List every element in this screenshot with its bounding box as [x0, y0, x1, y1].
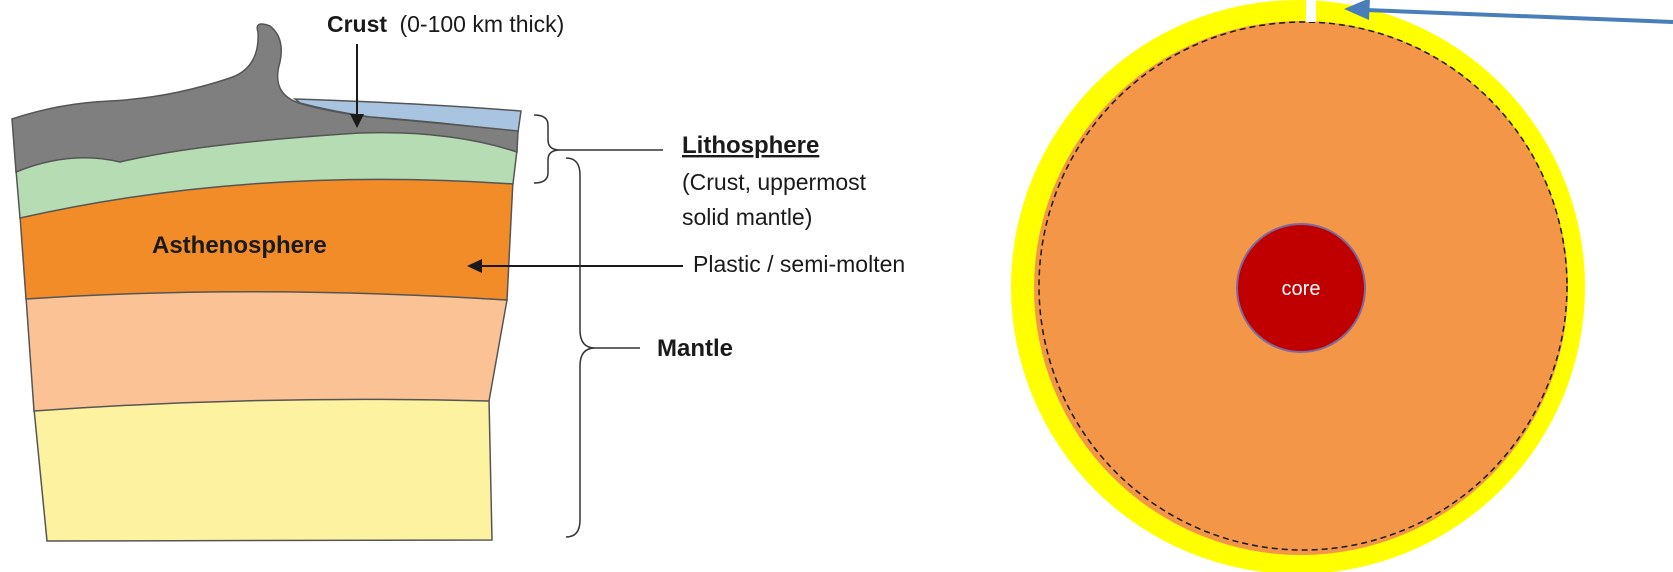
lithosphere-desc-line1: (Crust, uppermost	[682, 169, 867, 195]
lithosphere-desc-line2: solid mantle)	[682, 204, 812, 230]
core-label: core	[1282, 278, 1321, 300]
lower-mantle-layer	[34, 397, 492, 541]
lithosphere-label: Lithosphere	[682, 132, 819, 159]
cross-section	[12, 24, 521, 541]
plastic-label: Plastic / semi-molten	[693, 251, 905, 277]
crust-label: Crust (0-100 km thick)	[327, 11, 564, 37]
surface-marker	[1306, 0, 1316, 22]
lithosphere-brace	[534, 115, 560, 183]
mantle-label: Mantle	[657, 335, 733, 362]
asthenosphere-label: Asthenosphere	[152, 232, 327, 259]
globe: core	[1011, 0, 1585, 572]
mantle-brace	[566, 158, 595, 537]
crust-arrow	[350, 44, 364, 128]
upper-mantle-layer	[26, 290, 507, 411]
crust-title: Crust	[327, 11, 387, 37]
crust-detail: (0-100 km thick)	[399, 11, 564, 37]
